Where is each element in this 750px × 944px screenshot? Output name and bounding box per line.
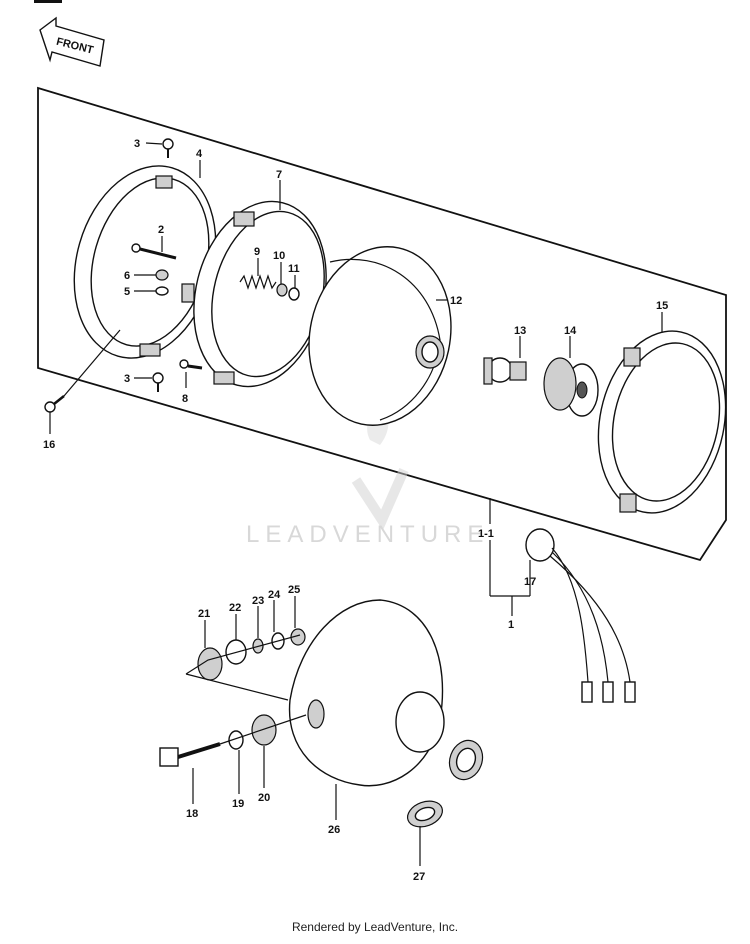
footer-credit: Rendered by LeadVenture, Inc. bbox=[291, 920, 459, 934]
label-21: 21 bbox=[198, 608, 210, 620]
label-11: 11 bbox=[288, 263, 300, 275]
label-3-top: 3 bbox=[134, 138, 140, 150]
label-3-bottom: 3 bbox=[124, 373, 130, 385]
housing-side-grommet bbox=[448, 739, 484, 781]
part-16-screw bbox=[44, 395, 65, 413]
alignment-lines-upper bbox=[185, 634, 301, 701]
part-10-nut bbox=[276, 283, 288, 297]
leader-lines bbox=[49, 142, 663, 866]
label-24: 24 bbox=[268, 589, 281, 601]
watermark-text: LEADVENTURE bbox=[246, 521, 489, 548]
label-7: 7 bbox=[276, 169, 282, 181]
label-12: 12 bbox=[450, 295, 462, 307]
part-14-cap bbox=[543, 357, 599, 417]
label-6: 6 bbox=[124, 270, 130, 282]
label-4: 4 bbox=[196, 148, 203, 160]
part-19-washer bbox=[228, 730, 244, 750]
label-20: 20 bbox=[258, 792, 270, 804]
label-19: 19 bbox=[232, 798, 244, 810]
label-18: 18 bbox=[186, 808, 198, 820]
label-1: 1 bbox=[508, 619, 514, 631]
part-13-bulb bbox=[483, 357, 527, 385]
label-1-1: 1-1 bbox=[478, 528, 494, 540]
label-14: 14 bbox=[564, 325, 577, 337]
label-22: 22 bbox=[229, 602, 241, 614]
label-27: 27 bbox=[413, 871, 425, 883]
label-2: 2 bbox=[158, 224, 164, 236]
part-5-washer bbox=[155, 286, 169, 296]
part-15-lens-rim bbox=[597, 330, 727, 514]
label-5: 5 bbox=[124, 286, 130, 298]
part-7-inner-ring bbox=[181, 200, 327, 388]
part-26-housing bbox=[288, 599, 445, 787]
front-arrow-icon: FRONT bbox=[39, 16, 105, 67]
label-15: 15 bbox=[656, 300, 668, 312]
label-25: 25 bbox=[288, 584, 300, 596]
part-9-spring bbox=[239, 274, 277, 290]
part-11-nut bbox=[288, 287, 300, 301]
label-10: 10 bbox=[273, 250, 285, 262]
part-18-bolt bbox=[159, 742, 221, 767]
part-3-screw-top bbox=[162, 138, 174, 158]
label-13: 13 bbox=[514, 325, 526, 337]
part-8-screw bbox=[179, 359, 203, 370]
part-17-socket-harness bbox=[525, 528, 636, 703]
label-9: 9 bbox=[254, 246, 260, 258]
label-16: 16 bbox=[43, 439, 55, 451]
label-17: 17 bbox=[524, 576, 536, 588]
part-20-grommet bbox=[251, 714, 277, 746]
label-26: 26 bbox=[328, 824, 340, 836]
alignment-lines-lower bbox=[219, 714, 307, 745]
part-12-reflector bbox=[308, 246, 452, 426]
part-3-screw-bottom bbox=[152, 372, 164, 392]
part-27-grommet bbox=[406, 800, 444, 828]
part-6-nut bbox=[155, 269, 169, 281]
part-2-adjust-screw bbox=[131, 243, 177, 260]
corner-mark bbox=[34, 0, 62, 3]
label-8: 8 bbox=[182, 393, 188, 405]
label-23: 23 bbox=[252, 595, 264, 607]
